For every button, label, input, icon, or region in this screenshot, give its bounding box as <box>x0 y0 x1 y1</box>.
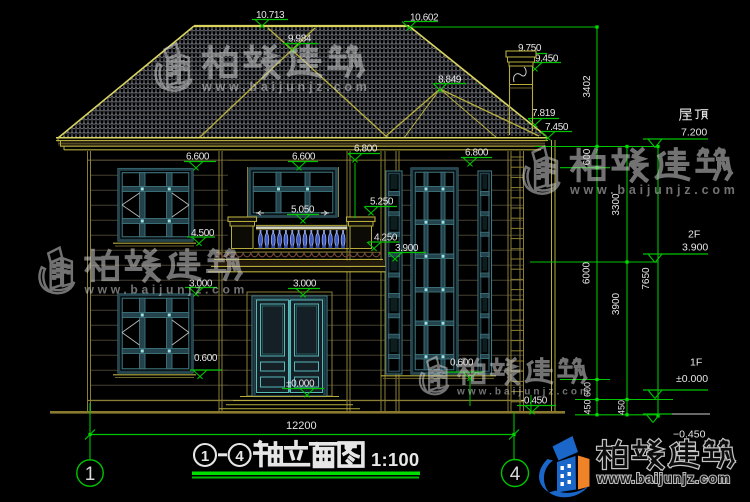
svg-text:450: 450 <box>583 399 593 414</box>
svg-text:9.984: 9.984 <box>288 34 312 45</box>
svg-text:1F: 1F <box>690 357 702 369</box>
svg-text:6.600: 6.600 <box>186 152 210 163</box>
svg-text:www.baijunjz.com: www.baijunjz.com <box>84 283 248 297</box>
svg-text:1:100: 1:100 <box>371 449 419 470</box>
svg-text:3.000: 3.000 <box>189 279 213 290</box>
svg-text:-0.450: -0.450 <box>521 396 548 407</box>
svg-text:3.900: 3.900 <box>395 243 419 254</box>
svg-text:±0.000: ±0.000 <box>676 373 708 385</box>
svg-text:7.200: 7.200 <box>681 127 707 139</box>
svg-text:0.600: 0.600 <box>194 353 218 364</box>
svg-text:12200: 12200 <box>286 420 317 432</box>
svg-text:450: 450 <box>617 400 627 415</box>
svg-text:±0.000: ±0.000 <box>286 379 315 390</box>
svg-text:8.849: 8.849 <box>438 75 462 86</box>
svg-text:2F: 2F <box>688 229 700 241</box>
svg-text:www.baijunjz.com: www.baijunjz.com <box>201 80 371 94</box>
svg-text:4: 4 <box>510 464 521 485</box>
svg-text:6.600: 6.600 <box>292 152 316 163</box>
svg-text:6000: 6000 <box>582 261 593 284</box>
svg-text:5.050: 5.050 <box>291 205 315 216</box>
svg-text:3300: 3300 <box>611 193 622 216</box>
svg-text:0.600: 0.600 <box>450 358 474 369</box>
svg-text:www.baijunjz.com: www.baijunjz.com <box>456 387 592 398</box>
svg-text:9.450: 9.450 <box>535 54 559 65</box>
svg-text:7.819: 7.819 <box>532 108 556 119</box>
svg-text:4.500: 4.500 <box>191 228 215 239</box>
svg-text:7.450: 7.450 <box>545 122 569 133</box>
svg-text:3.900: 3.900 <box>682 242 708 254</box>
svg-text:1: 1 <box>85 464 96 485</box>
svg-text:10.602: 10.602 <box>410 13 439 24</box>
svg-text:3.000: 3.000 <box>293 279 317 290</box>
svg-text:10.713: 10.713 <box>256 10 285 21</box>
svg-text:1: 1 <box>201 448 209 465</box>
svg-text:6.800: 6.800 <box>354 144 378 155</box>
svg-text:6.800: 6.800 <box>465 148 489 159</box>
svg-text:7650: 7650 <box>641 267 652 290</box>
svg-text:−0.450: −0.450 <box>673 429 706 441</box>
svg-text:4: 4 <box>235 448 244 465</box>
svg-text:9.750: 9.750 <box>518 43 542 54</box>
svg-text:3402: 3402 <box>582 75 593 98</box>
svg-text:www.baijunjz.com: www.baijunjz.com <box>596 471 731 486</box>
svg-text:3900: 3900 <box>611 292 622 315</box>
svg-text:5.250: 5.250 <box>370 197 394 208</box>
svg-text:600: 600 <box>583 382 593 397</box>
svg-text:4.250: 4.250 <box>374 233 398 244</box>
svg-text:www.baijunjz.com: www.baijunjz.com <box>569 183 739 197</box>
